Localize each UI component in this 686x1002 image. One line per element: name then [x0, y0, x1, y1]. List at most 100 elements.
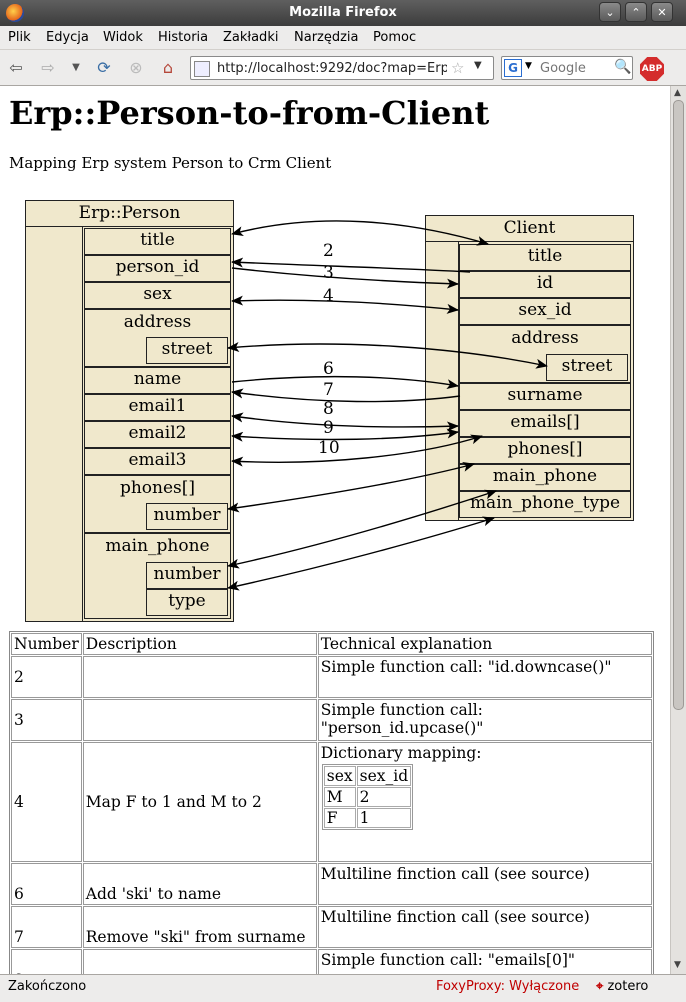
reload-icon[interactable]: ⟳ — [97, 58, 111, 77]
dict-cell: M — [323, 787, 356, 807]
table-row: 6 Add 'ski' to name Multiline finction c… — [11, 863, 652, 905]
url-input[interactable] — [217, 60, 447, 76]
person-field-sex: sex — [84, 282, 231, 309]
forward-arrow-icon[interactable]: ⇨ — [41, 58, 55, 77]
scrollbar-thumb[interactable] — [673, 100, 684, 710]
menu-narzedzia[interactable]: Narzędzia — [294, 30, 359, 45]
person-main-phone-number: number — [146, 562, 228, 589]
home-icon[interactable]: ⌂ — [162, 58, 174, 77]
menu-pomoc[interactable]: Pomoc — [373, 30, 417, 45]
row-technical: Simple function call: "emails[0]" — [317, 949, 652, 974]
client-field-phones: phones[] — [459, 437, 631, 464]
client-address-label: address — [511, 328, 579, 348]
person-field-person-id: person_id — [84, 255, 231, 282]
row-number: 8 — [11, 949, 82, 974]
vertical-scrollbar[interactable]: ▲ ▼ — [670, 86, 686, 974]
adblock-icon[interactable]: ABP — [640, 57, 664, 81]
dict-cell: 2 — [356, 787, 412, 807]
page-title: Erp::Person-to-from-Client — [9, 94, 490, 132]
menu-zakladki[interactable]: Zakładki — [223, 30, 279, 45]
person-address-label: address — [123, 312, 192, 332]
row-technical: Dictionary mapping: sex sex_id M 2 F 1 — [317, 742, 652, 862]
dict-cell: F — [323, 808, 356, 828]
window-title: Mozilla Firefox — [289, 5, 397, 20]
table-header-row: Number Description Technical explanation — [11, 633, 652, 655]
dictionary-label: Dictionary mapping: — [320, 744, 482, 762]
row-description — [82, 949, 317, 974]
page-subtitle: Mapping Erp system Person to Crm Client — [9, 154, 332, 172]
mapping-table: Number Description Technical explanation… — [9, 631, 654, 974]
client-field-sex-id: sex_id — [459, 298, 631, 325]
menu-widok[interactable]: Widok — [103, 30, 143, 45]
row-number: 7 — [11, 906, 82, 948]
maximize-button[interactable]: ⌃ — [625, 2, 647, 22]
google-engine-icon[interactable]: G — [504, 59, 522, 77]
link-label-2: 2 — [323, 241, 334, 261]
history-dropdown-icon[interactable]: ▼ — [72, 62, 80, 73]
client-field-main-phone: main_phone — [459, 464, 631, 491]
link-label-4: 4 — [323, 286, 334, 306]
person-main-phone-label: main_phone — [105, 536, 210, 556]
dictionary-table: sex sex_id M 2 F 1 — [321, 764, 414, 830]
row-technical: Simple function call: "id.downcase()" — [317, 656, 652, 698]
row-number: 6 — [11, 863, 82, 905]
search-icon[interactable]: 🔍 — [614, 59, 632, 75]
client-field-surname: surname — [459, 383, 631, 410]
table-row: 3 Simple function call: "person_id.upcas… — [11, 699, 652, 741]
minimize-button[interactable]: ⌄ — [599, 2, 621, 22]
menu-edycja[interactable]: Edycja — [46, 30, 89, 45]
close-button[interactable]: ✕ — [651, 2, 673, 22]
url-dropdown-icon[interactable]: ▼ — [474, 60, 482, 71]
header-number: Number — [11, 633, 82, 655]
engine-dropdown-icon[interactable]: ▼ — [525, 61, 532, 71]
status-text: Zakończono — [8, 979, 87, 994]
scroll-down-icon[interactable]: ▼ — [674, 960, 681, 970]
status-bar: Zakończono FoxyProxy: Wyłączone ⌖ zotero — [0, 974, 686, 1002]
menu-plik[interactable]: Plik — [8, 30, 31, 45]
client-field-emails: emails[] — [459, 410, 631, 437]
client-title: Client — [426, 216, 633, 242]
stop-icon[interactable]: ⊗ — [129, 58, 143, 77]
link-main-phone-type — [227, 516, 495, 591]
url-bar[interactable]: ☆ ▼ — [190, 56, 494, 80]
row-description: Remove "ski" from surname — [82, 906, 317, 948]
row-number: 3 — [11, 699, 82, 741]
row-description: Add 'ski' to name — [82, 863, 317, 905]
header-technical: Technical explanation — [317, 633, 652, 655]
bookmark-star-icon[interactable]: ☆ — [451, 59, 465, 77]
row-number: 2 — [11, 656, 82, 698]
client-field-id: id — [459, 271, 631, 298]
client-address-street: street — [546, 354, 628, 381]
person-field-email3: email3 — [84, 448, 231, 475]
back-arrow-icon[interactable]: ⇦ — [9, 58, 23, 77]
client-field-title: title — [459, 244, 631, 271]
link-label-10: 10 — [318, 438, 340, 458]
firefox-icon — [6, 4, 24, 22]
table-row: 8 Simple function call: "emails[0]" — [11, 949, 652, 974]
table-row: 2 Simple function call: "id.downcase()" — [11, 656, 652, 698]
dict-cell: 1 — [356, 808, 412, 828]
menu-bar: Plik Edycja Widok Historia Zakładki Narz… — [0, 26, 686, 50]
zotero-icon: ⌖ — [596, 979, 604, 994]
search-input[interactable] — [540, 60, 612, 76]
row-number: 4 — [11, 742, 82, 862]
zotero-button[interactable]: ⌖ zotero — [596, 979, 648, 994]
menu-historia[interactable]: Historia — [158, 30, 209, 45]
person-field-title: title — [84, 228, 231, 255]
person-field-email2: email2 — [84, 421, 231, 448]
row-technical: Simple function call: "person_id.upcase(… — [317, 699, 652, 741]
person-main-phone-type: type — [146, 589, 228, 616]
link-label-9: 9 — [323, 418, 334, 438]
scroll-up-icon[interactable]: ▲ — [674, 88, 681, 98]
site-identity-icon[interactable] — [194, 61, 210, 77]
row-description: Map F to 1 and M to 2 — [82, 742, 317, 862]
person-field-email1: email1 — [84, 394, 231, 421]
foxyproxy-status[interactable]: FoxyProxy: Wyłączone — [436, 979, 580, 994]
person-address-street: street — [146, 337, 228, 364]
client-field-main-phone-type: main_phone_type — [459, 491, 631, 518]
navigation-toolbar: ⇦ ⇨ ▼ ⟳ ⊗ ⌂ ☆ ▼ G ▼ 🔍 ABP — [0, 50, 686, 86]
link-label-6: 6 — [323, 359, 334, 379]
row-description — [82, 699, 317, 741]
table-row: 7 Remove "ski" from surname Multiline fi… — [11, 906, 652, 948]
search-box[interactable]: G ▼ 🔍 — [501, 56, 633, 80]
